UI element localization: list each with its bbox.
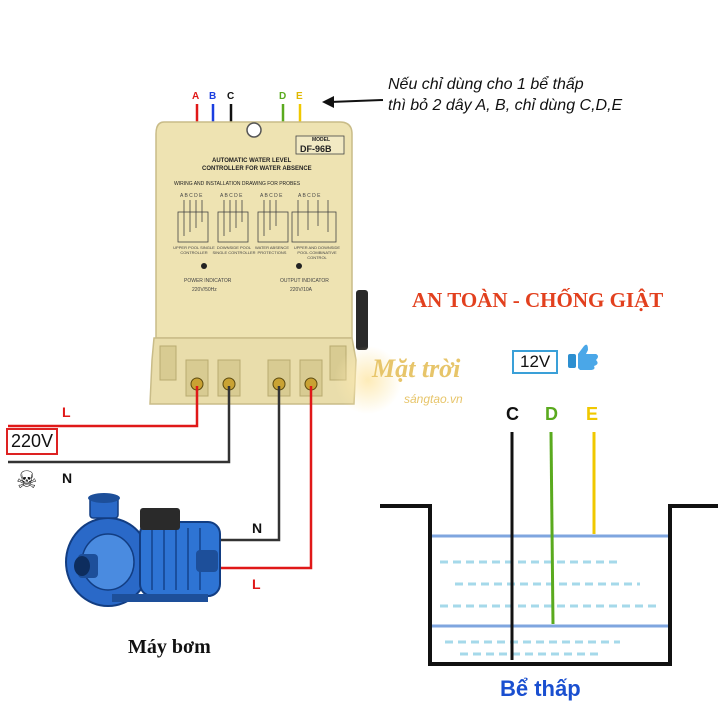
pump-icon xyxy=(65,493,221,607)
probe-d xyxy=(549,431,555,625)
probe-letters-3: A B C D E xyxy=(260,193,283,199)
mode-label-1: UPPER POOL SINGLE CONTROLLER xyxy=(173,245,215,255)
brand-sub: sángtạo.vn xyxy=(404,392,463,406)
supply-wires xyxy=(8,386,231,464)
supply-line-label: L xyxy=(62,404,71,420)
pump-neutral-label: N xyxy=(252,520,263,536)
mode-label-2: DOWNSIDE POOL SINGLE CONTROLLER xyxy=(212,245,256,255)
supply-voltage-badge: 220V xyxy=(6,428,59,455)
controller-device xyxy=(149,121,368,405)
device-title-2: CONTROLLER FOR WATER ABSENCE xyxy=(202,166,312,172)
safety-text: AN TOÀN - CHỐNG GIẬT xyxy=(412,288,664,312)
power-rating: 220V/50Hz xyxy=(192,287,217,293)
wire-label-d: D xyxy=(279,91,287,102)
probe-voltage-badge: 12V xyxy=(512,350,559,374)
probe-label-d: D xyxy=(545,404,558,424)
usage-note: Nếu chỉ dùng cho 1 bể thấp thì bỏ 2 dây … xyxy=(388,74,622,116)
model-label: MODEL xyxy=(312,137,331,143)
model-number: DF-96B xyxy=(300,144,332,154)
tank xyxy=(380,431,718,666)
pump-caption: Máy bơm xyxy=(128,636,211,658)
mode-label-3: WATER ABSENCE PROTECTIONS xyxy=(254,245,289,255)
output-rating: 220V/10A xyxy=(290,287,312,293)
pump-line-label: L xyxy=(252,576,261,592)
top-wires xyxy=(195,104,302,124)
pump-wires xyxy=(218,386,313,570)
wire-label-a: A xyxy=(192,91,200,102)
power-indicator-label: POWER INDICATOR xyxy=(184,278,232,284)
supply-neutral-label: N xyxy=(62,470,73,486)
output-indicator-label: OUTPUT INDICATOR xyxy=(280,278,329,284)
probe-letters-4: A B C D E xyxy=(298,193,321,199)
mode-label-4: UPPER AND DOWNSIDE POOL COMBINATIVE CONT… xyxy=(293,245,341,260)
thumbs-up-icon xyxy=(568,344,598,370)
probe-letters-2: A B C D E xyxy=(220,193,243,199)
device-title-1: AUTOMATIC WATER LEVEL xyxy=(212,158,292,164)
usage-note-line1: Nếu chỉ dùng cho 1 bể thấp xyxy=(388,76,584,93)
usage-note-line2: thì bỏ 2 dây A, B, chỉ dùng C,D,E xyxy=(388,97,623,114)
note-arrow xyxy=(322,96,384,108)
wire-label-c: C xyxy=(227,91,235,102)
brand-sun-icon xyxy=(334,346,402,414)
tank-caption: Bể thấp xyxy=(500,676,581,701)
probe-label-c: C xyxy=(506,404,519,424)
probe-label-e: E xyxy=(586,404,599,424)
wire-label-e: E xyxy=(296,91,303,102)
wiring-heading: WIRING AND INSTALLATION DRAWING FOR PROB… xyxy=(174,181,301,187)
brand-name: Mặt trời xyxy=(372,354,461,383)
probe-letters-1: A B C D E xyxy=(180,193,203,199)
skull-icon: ☠ xyxy=(16,467,38,494)
wire-label-b: B xyxy=(209,91,217,102)
